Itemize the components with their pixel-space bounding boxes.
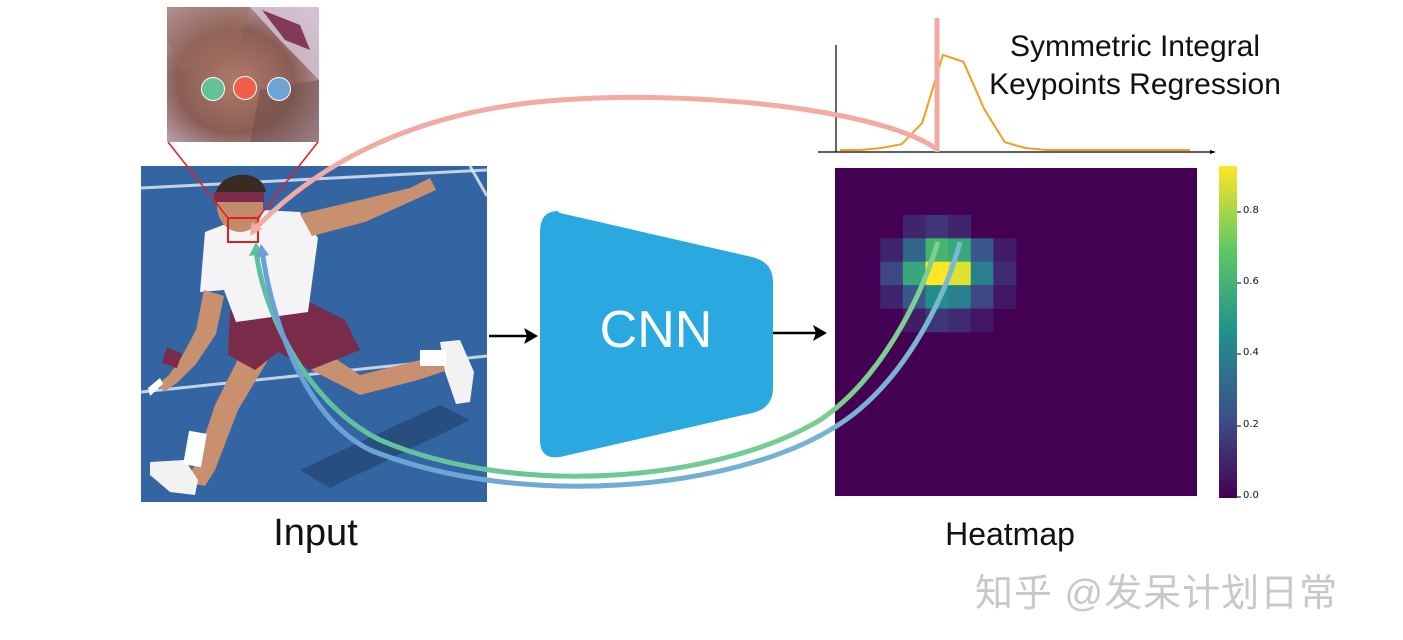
zoom-line-left [167, 141, 229, 219]
heatmap-cell [970, 308, 994, 333]
heatmap-cell [948, 308, 972, 333]
colorbar-tick-label: 0.2 [1243, 419, 1259, 430]
marginal-plot [818, 18, 1216, 154]
arrow-cnn-to-heatmap [773, 325, 827, 341]
regression-title-line1: Symmetric Integral [1009, 30, 1261, 63]
keypoint-blue [267, 77, 291, 101]
heatmap-cell [970, 238, 994, 263]
heatmap-cell [880, 285, 904, 309]
arrow-input-to-cnn [489, 328, 538, 344]
heatmap-label: Heatmap [945, 516, 1075, 552]
colorbar-tick-label: 0.4 [1243, 347, 1259, 358]
watermark: 知乎 @发呆计划日常 [975, 573, 1339, 615]
cnn-label: CNN [599, 301, 713, 359]
heatmap-cell [970, 285, 994, 309]
heatmap-cell [880, 238, 904, 263]
colorbar [1219, 166, 1237, 498]
zoom-line-right [257, 141, 319, 219]
colorbar-tick-label: 0.0 [1243, 490, 1259, 501]
heatmap-cell [880, 261, 904, 286]
heatmap-cell [902, 238, 926, 263]
marginal-curve [840, 53, 1190, 151]
colorbar-tick-label: 0.8 [1243, 205, 1259, 216]
colorbar-ticks [1237, 211, 1241, 498]
cnn-block [540, 211, 773, 458]
heatmap-cell [902, 261, 926, 286]
blue-keypoint-arrow [259, 241, 963, 489]
green-keypoint-arrow [253, 241, 941, 479]
heatmap-cell [970, 261, 994, 286]
heatmap-cell [948, 285, 972, 309]
heatmap [835, 168, 1197, 496]
keypoint-green [201, 77, 225, 101]
colorbar-tick-label: 0.6 [1243, 276, 1259, 287]
input-photo [140, 165, 489, 502]
regression-title-line2: Keypoints Regression [989, 68, 1281, 101]
keypoint-red [233, 76, 257, 100]
heatmap-cell [993, 261, 1017, 286]
heatmap-cell [925, 214, 949, 239]
integral-regression-arrow [250, 94, 937, 234]
heatmap-cell [948, 214, 972, 239]
face-crop [167, 7, 319, 142]
heatmap-cell [993, 238, 1017, 263]
heatmap-cell [902, 214, 926, 239]
heatmap-cell [993, 285, 1017, 309]
input-label: Input [273, 512, 358, 554]
